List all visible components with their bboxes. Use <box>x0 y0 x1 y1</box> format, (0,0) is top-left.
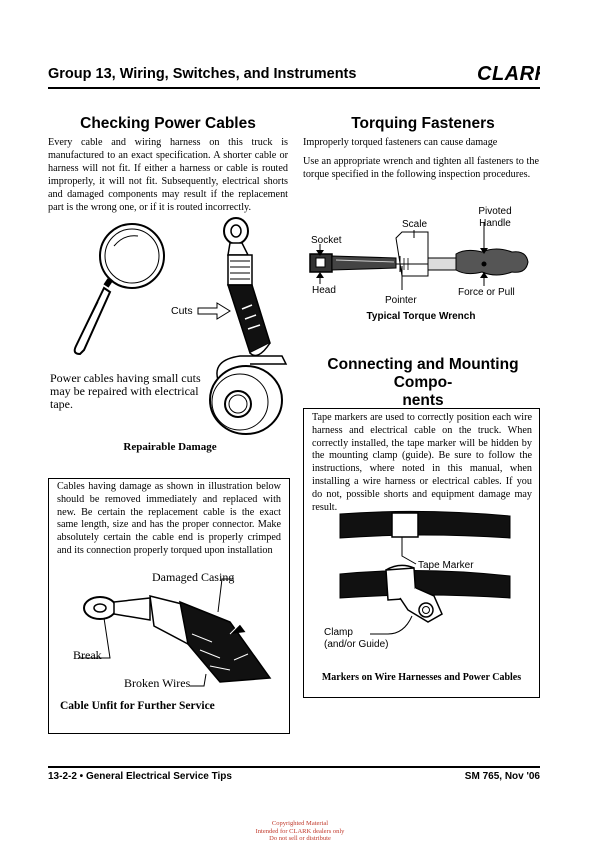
copyright-line2: Intended for CLARK dealers only <box>255 827 345 835</box>
caption-repairable-damage: Repairable Damage <box>123 441 217 453</box>
caption-typical-torque-wrench: Typical Torque Wrench <box>366 311 476 322</box>
header-rule <box>48 87 540 89</box>
page-group-title: Group 13, Wiring, Switches, and Instrume… <box>48 66 357 82</box>
heading-connecting-mounting: Connecting and Mounting Compo- nents <box>303 356 543 410</box>
paragraph-cable-damage: Cables having damage as shown in illustr… <box>57 481 281 556</box>
damaged-cable-icon <box>78 578 272 687</box>
heading-torquing-fasteners: Torquing Fasteners <box>351 115 495 132</box>
magnifying-glass-icon <box>73 223 165 356</box>
cut-cable-icon <box>223 217 271 357</box>
clark-logo: CLARK <box>477 63 540 84</box>
footer-rule <box>48 766 540 768</box>
label-head: Head <box>312 285 336 296</box>
label-clamp: Clamp (and/or Guide) <box>324 627 388 651</box>
paragraph-torque-1: Improperly torqued fasteners can cause d… <box>303 137 498 148</box>
copyright-notice: Copyrighted Material Intended for CLARK … <box>0 820 600 843</box>
footer-page-ref: 13-2-2 • General Electrical Service Tips <box>48 771 232 782</box>
clark-logo-text: CLARK <box>477 63 540 84</box>
footer-manual-ref: SM 765, Nov '06 <box>464 771 540 782</box>
paragraph-torque-2: Use an appropriate wrench and tighten al… <box>303 156 539 180</box>
wire-harness-icon <box>339 510 511 635</box>
label-clamp-line2: (and/or Guide) <box>324 639 389 650</box>
box-cable-unfit <box>48 478 290 734</box>
box-tape-markers <box>303 408 540 698</box>
label-pointer: Pointer <box>385 295 417 306</box>
paragraph-power-cables: Every cable and wiring harness on this t… <box>48 137 288 213</box>
note-small-cuts: Power cables having small cuts may be re… <box>50 371 201 411</box>
label-scale: Scale <box>402 219 428 230</box>
paragraph-tape-markers: Tape markers are used to correctly posit… <box>312 412 532 513</box>
caption-markers: Markers on Wire Harnesses and Power Cabl… <box>321 672 522 683</box>
label-broken-wires: Broken Wires <box>124 676 191 690</box>
torque-wrench-icon <box>309 222 529 290</box>
label-socket: Socket <box>311 235 342 246</box>
tape-roll-icon <box>209 355 288 435</box>
label-damaged-casing: Damaged Casing <box>152 570 235 584</box>
label-break: Break <box>73 648 102 662</box>
label-force-or-pull: Force or Pull <box>458 287 515 298</box>
heading-connecting-line2: nents <box>402 392 444 409</box>
caption-cable-unfit: Cable Unfit for Further Service <box>60 700 215 712</box>
copyright-line3: Do not sell or distribute <box>269 835 331 842</box>
label-clamp-line1: Clamp <box>324 627 353 638</box>
arrow-right-icon <box>197 302 231 320</box>
label-tape-marker: Tape Marker <box>418 560 474 571</box>
label-pivoted-handle: Pivoted Handle <box>478 206 512 229</box>
label-cuts: Cuts <box>171 305 193 317</box>
heading-connecting-line1: Connecting and Mounting Compo- <box>327 356 519 391</box>
copyright-line1: Copyrighted Material <box>271 820 329 827</box>
heading-checking-power-cables: Checking Power Cables <box>80 115 256 132</box>
